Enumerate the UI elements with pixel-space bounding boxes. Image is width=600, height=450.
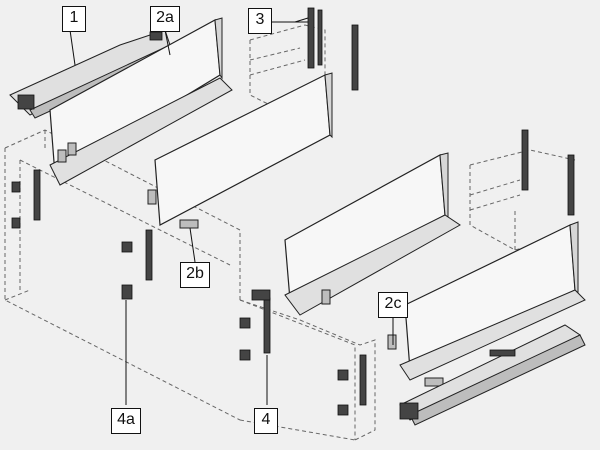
fittings-middle: [239, 289, 271, 405]
callout-1: 1: [62, 6, 86, 32]
callout-3: 3: [248, 8, 272, 34]
bracket-right: [521, 129, 575, 216]
callout-2a: 2a: [150, 6, 180, 32]
side-panel-left: [49, 17, 233, 186]
front-panel-right: [387, 221, 586, 387]
callout-4a: 4a: [111, 408, 141, 434]
fittings-front: [337, 354, 367, 416]
callout-2c: 2c: [378, 292, 408, 318]
bracket-top-middle: [270, 7, 359, 91]
callout-2b: 2b: [180, 262, 210, 288]
leader-2b: [189, 227, 196, 263]
callout-4: 4: [254, 408, 278, 434]
side-panel-right: [284, 152, 461, 316]
fittings-left: [11, 169, 153, 405]
back-panel-middle: [147, 72, 333, 229]
runner-bottom-right: [399, 324, 586, 426]
